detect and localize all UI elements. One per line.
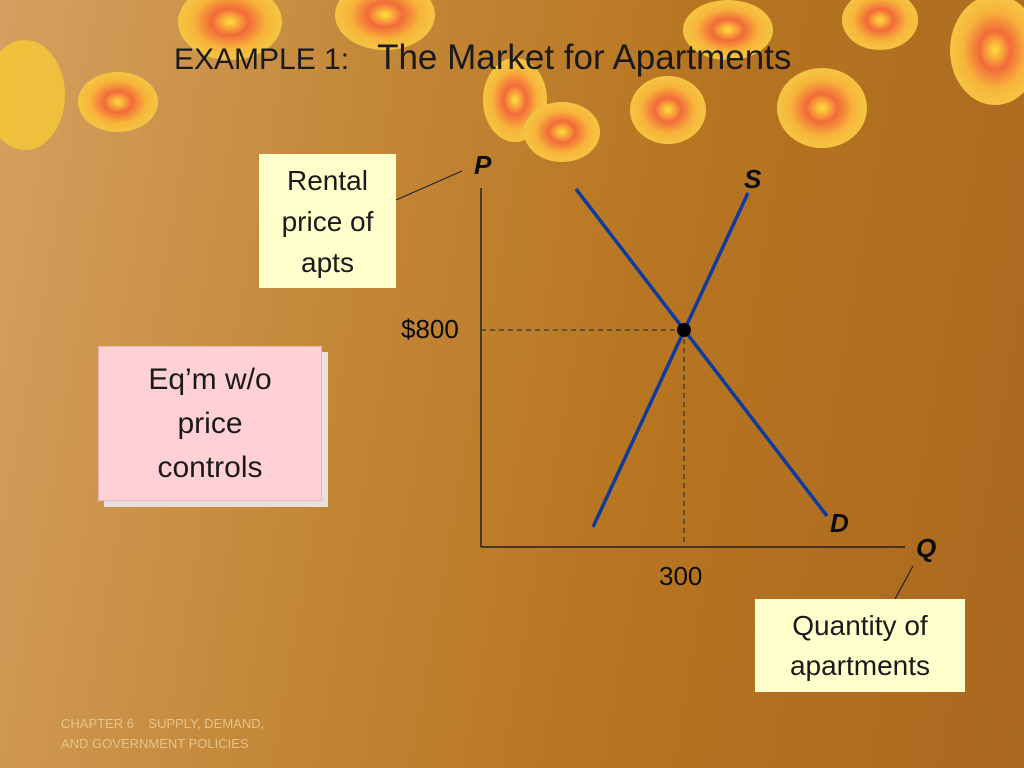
quantity-label-leader xyxy=(894,565,914,600)
price-label-leader xyxy=(395,170,463,201)
equilibrium-box-line: price xyxy=(177,406,243,440)
price-box-line: price of xyxy=(281,205,374,237)
equilibrium-box-line: Eq’m w/o xyxy=(148,362,272,396)
demand-curve-label: D xyxy=(830,508,849,538)
price-axis-description: Rental price of apts xyxy=(259,154,396,288)
x-axis-label: Q xyxy=(916,533,937,563)
price-box-line: Rental xyxy=(287,164,368,196)
slide-title: EXAMPLE 1: The Market for Apartments xyxy=(174,38,791,78)
quantity-axis-description: Quantity of apartments xyxy=(755,599,965,692)
y-axis-label: P xyxy=(474,150,492,180)
title-main: The Market for Apartments xyxy=(377,38,792,77)
quantity-tick-label: 300 xyxy=(659,561,703,591)
equilibrium-box-line: controls xyxy=(157,450,263,484)
supply-curve xyxy=(591,192,750,528)
quantity-box-line: apartments xyxy=(789,649,931,681)
footer-line: CHAPTER 6 SUPPLY, DEMAND, xyxy=(61,716,265,731)
quantity-box-line: Quantity of xyxy=(792,609,928,641)
footer-line: AND GOVERNMENT POLICIES xyxy=(61,736,249,751)
price-box-line: apts xyxy=(301,246,354,278)
price-tick-label: $800 xyxy=(401,314,459,344)
demand-curve xyxy=(574,187,829,518)
equilibrium-note: Eq’m w/o price controls xyxy=(98,346,322,501)
supply-curve-label: S xyxy=(744,164,762,194)
title-prefix: EXAMPLE 1: xyxy=(174,43,350,76)
equilibrium-point xyxy=(677,323,691,337)
slide-footer: CHAPTER 6 SUPPLY, DEMAND, AND GOVERNMENT… xyxy=(61,714,264,754)
